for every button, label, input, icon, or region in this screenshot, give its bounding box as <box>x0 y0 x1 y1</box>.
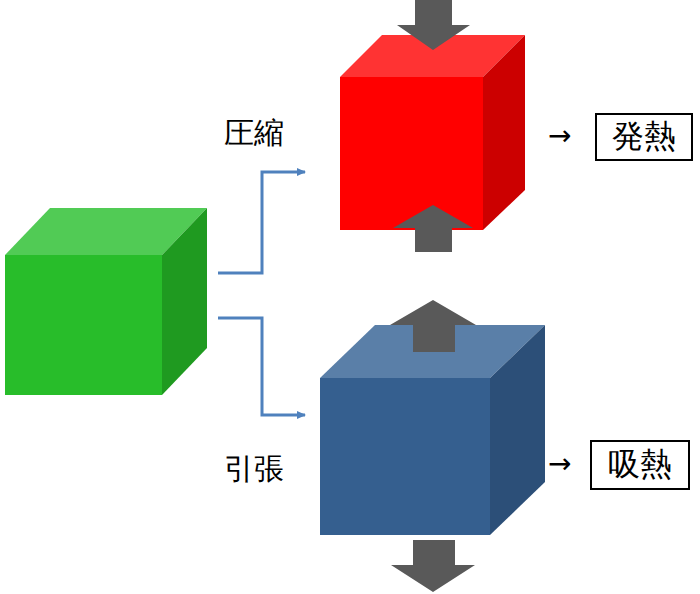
force-arrow <box>390 300 476 352</box>
box-text: 吸熱 <box>608 447 672 482</box>
process-label: 圧縮 <box>224 116 284 149</box>
arrow-glyph: → <box>548 121 571 152</box>
force-arrow <box>397 0 470 50</box>
arrow-glyph: → <box>548 449 571 480</box>
process-label: 引張 <box>224 452 284 485</box>
green-cube <box>5 208 207 395</box>
result-box: 吸熱 <box>590 440 690 490</box>
blue-cube <box>320 325 545 535</box>
red-cube <box>340 35 525 230</box>
branch-arrow <box>218 172 305 273</box>
force-arrow <box>391 540 475 592</box>
box-text: 発熱 <box>612 119 676 154</box>
force-arrow <box>393 205 473 252</box>
branch-arrow <box>218 318 305 415</box>
result-box: 発熱 <box>595 113 693 161</box>
